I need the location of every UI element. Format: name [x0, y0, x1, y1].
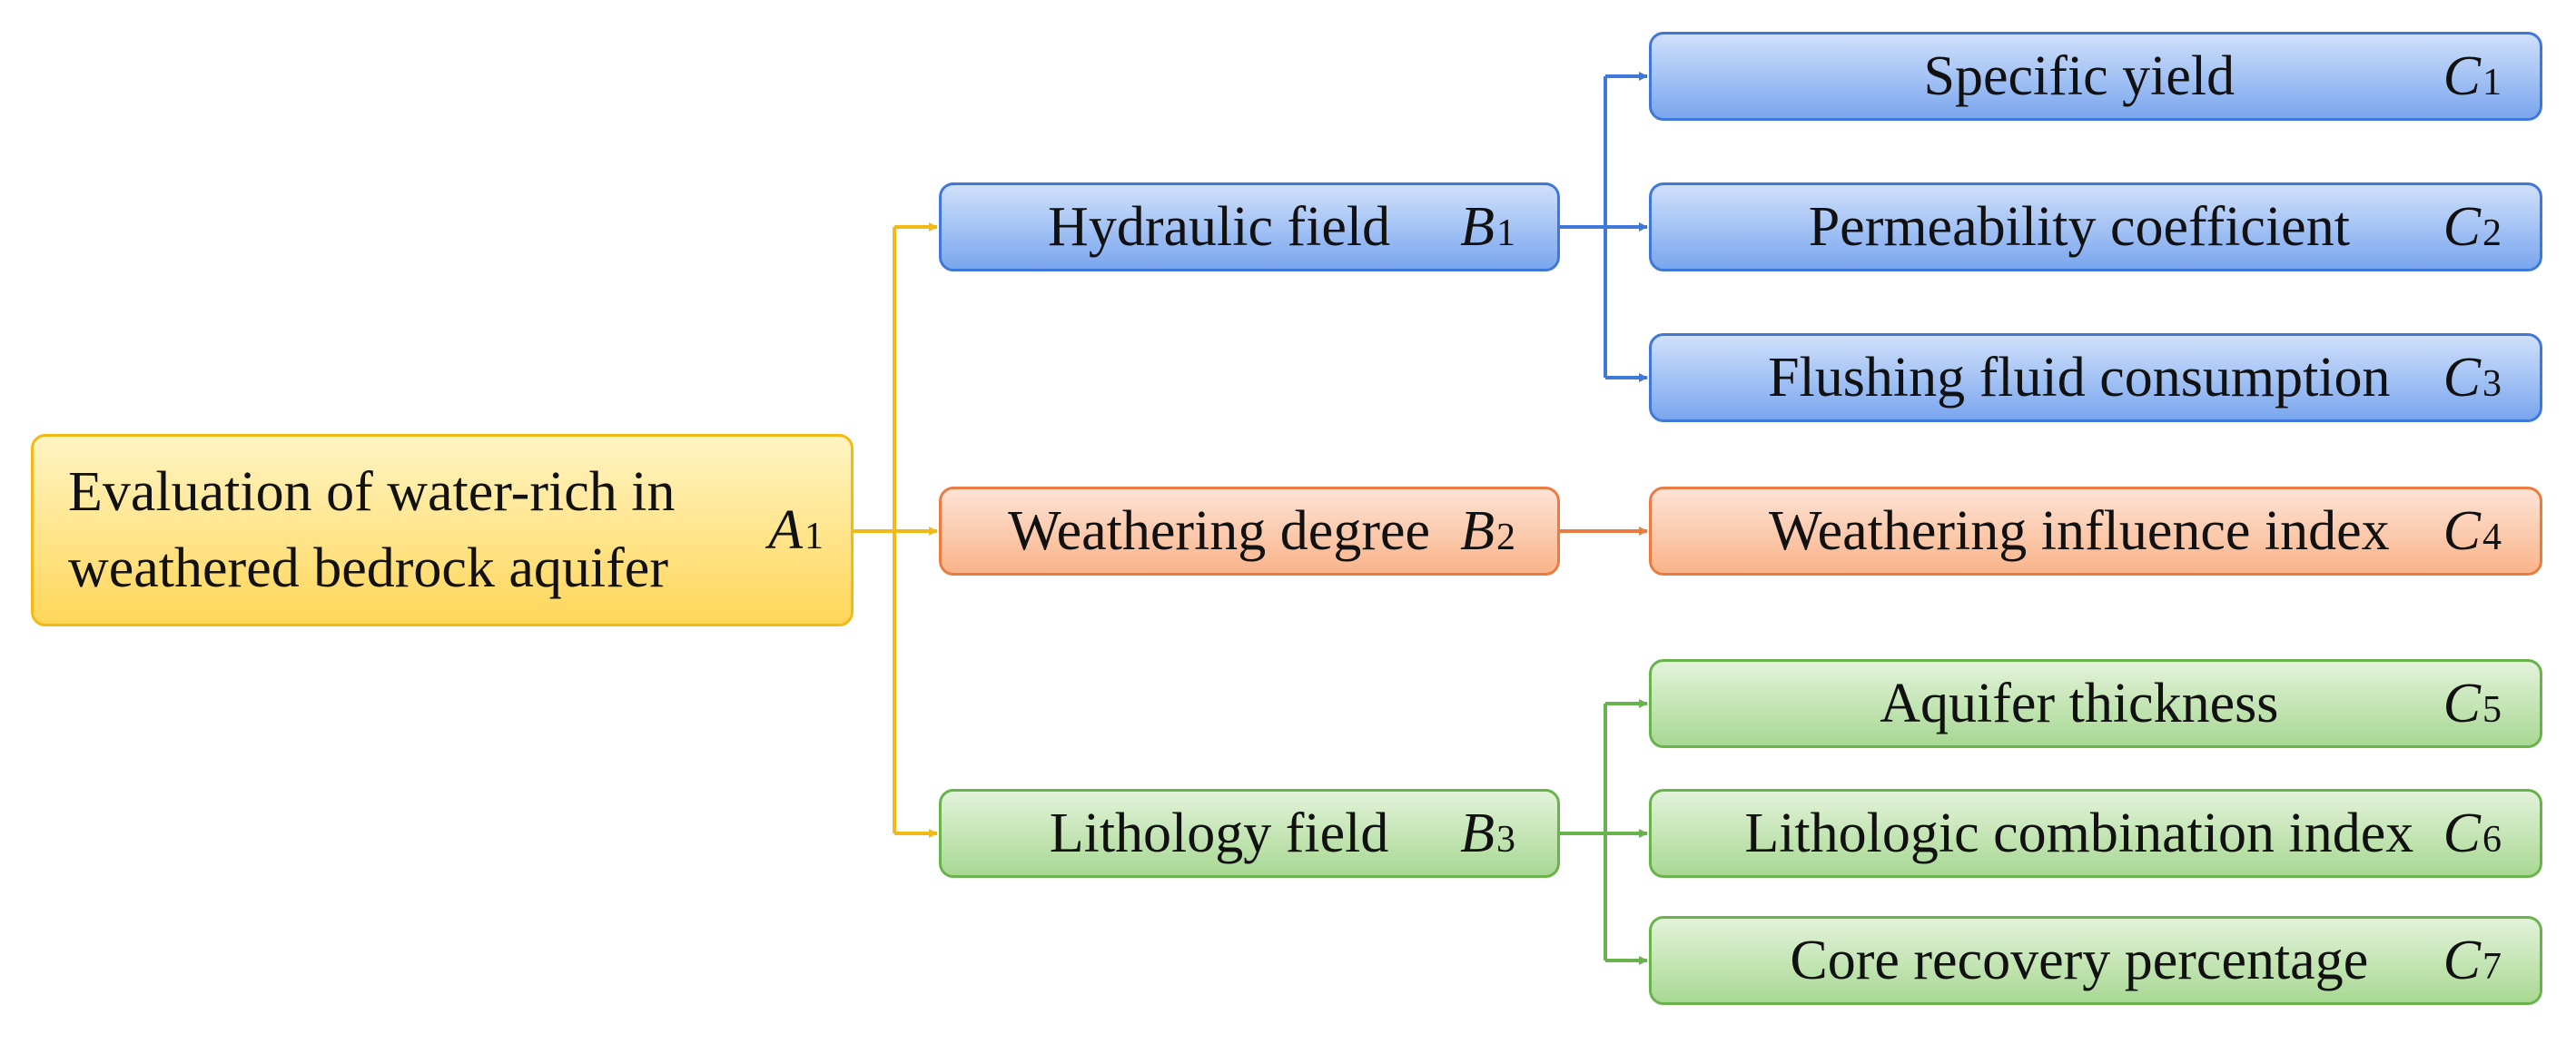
criteria-code: B2 — [1460, 500, 1515, 562]
indicator-label: Weathering influence index — [1769, 500, 2390, 562]
criteria-label: Hydraulic field — [1048, 196, 1391, 258]
indicator-label: Lithologic combination index — [1744, 803, 2414, 864]
criteria-node-b2: Weathering degree B2 — [939, 487, 1560, 576]
indicator-label: Aquifer thickness — [1880, 673, 2279, 734]
indicator-code: C2 — [2443, 196, 2502, 258]
root-connectors — [854, 222, 938, 838]
indicator-node-c6: Lithologic combination index C6 — [1649, 789, 2542, 878]
criteria-label: Weathering degree — [1008, 500, 1431, 562]
indicator-code: C5 — [2443, 673, 2502, 734]
indicator-node-c3: Flushing fluid consumption C3 — [1649, 333, 2542, 422]
indicator-code: C3 — [2443, 347, 2502, 409]
criteria-label: Lithology field — [1049, 803, 1389, 864]
indicator-node-c4: Weathering influence index C4 — [1649, 487, 2542, 576]
lithology-connectors — [1560, 699, 1648, 965]
indicator-label: Flushing fluid consumption — [1768, 347, 2391, 409]
indicator-code: C7 — [2443, 930, 2502, 991]
criteria-node-b1: Hydraulic field B1 — [939, 182, 1560, 271]
indicator-label: Permeability coefficient — [1808, 196, 2350, 258]
root-label: Evaluation of water-rich in weathered be… — [68, 461, 676, 599]
indicator-code: C6 — [2443, 803, 2502, 864]
criteria-code: B1 — [1460, 196, 1515, 258]
root-node-a1: Evaluation of water-rich in weathered be… — [31, 434, 854, 626]
indicator-code: C4 — [2443, 500, 2502, 562]
indicator-code: C1 — [2443, 45, 2502, 107]
indicator-node-c5: Aquifer thickness C5 — [1649, 659, 2542, 748]
indicator-node-c2: Permeability coefficient C2 — [1649, 182, 2542, 271]
hydraulic-connectors — [1560, 72, 1648, 382]
indicator-label: Specific yield — [1923, 45, 2235, 107]
indicator-node-c1: Specific yield C1 — [1649, 32, 2542, 121]
indicator-node-c7: Core recovery percentage C7 — [1649, 916, 2542, 1005]
indicator-label: Core recovery percentage — [1790, 930, 2369, 991]
criteria-node-b3: Lithology field B3 — [939, 789, 1560, 878]
criteria-code: B3 — [1460, 803, 1515, 864]
root-code: A1 — [768, 499, 824, 561]
